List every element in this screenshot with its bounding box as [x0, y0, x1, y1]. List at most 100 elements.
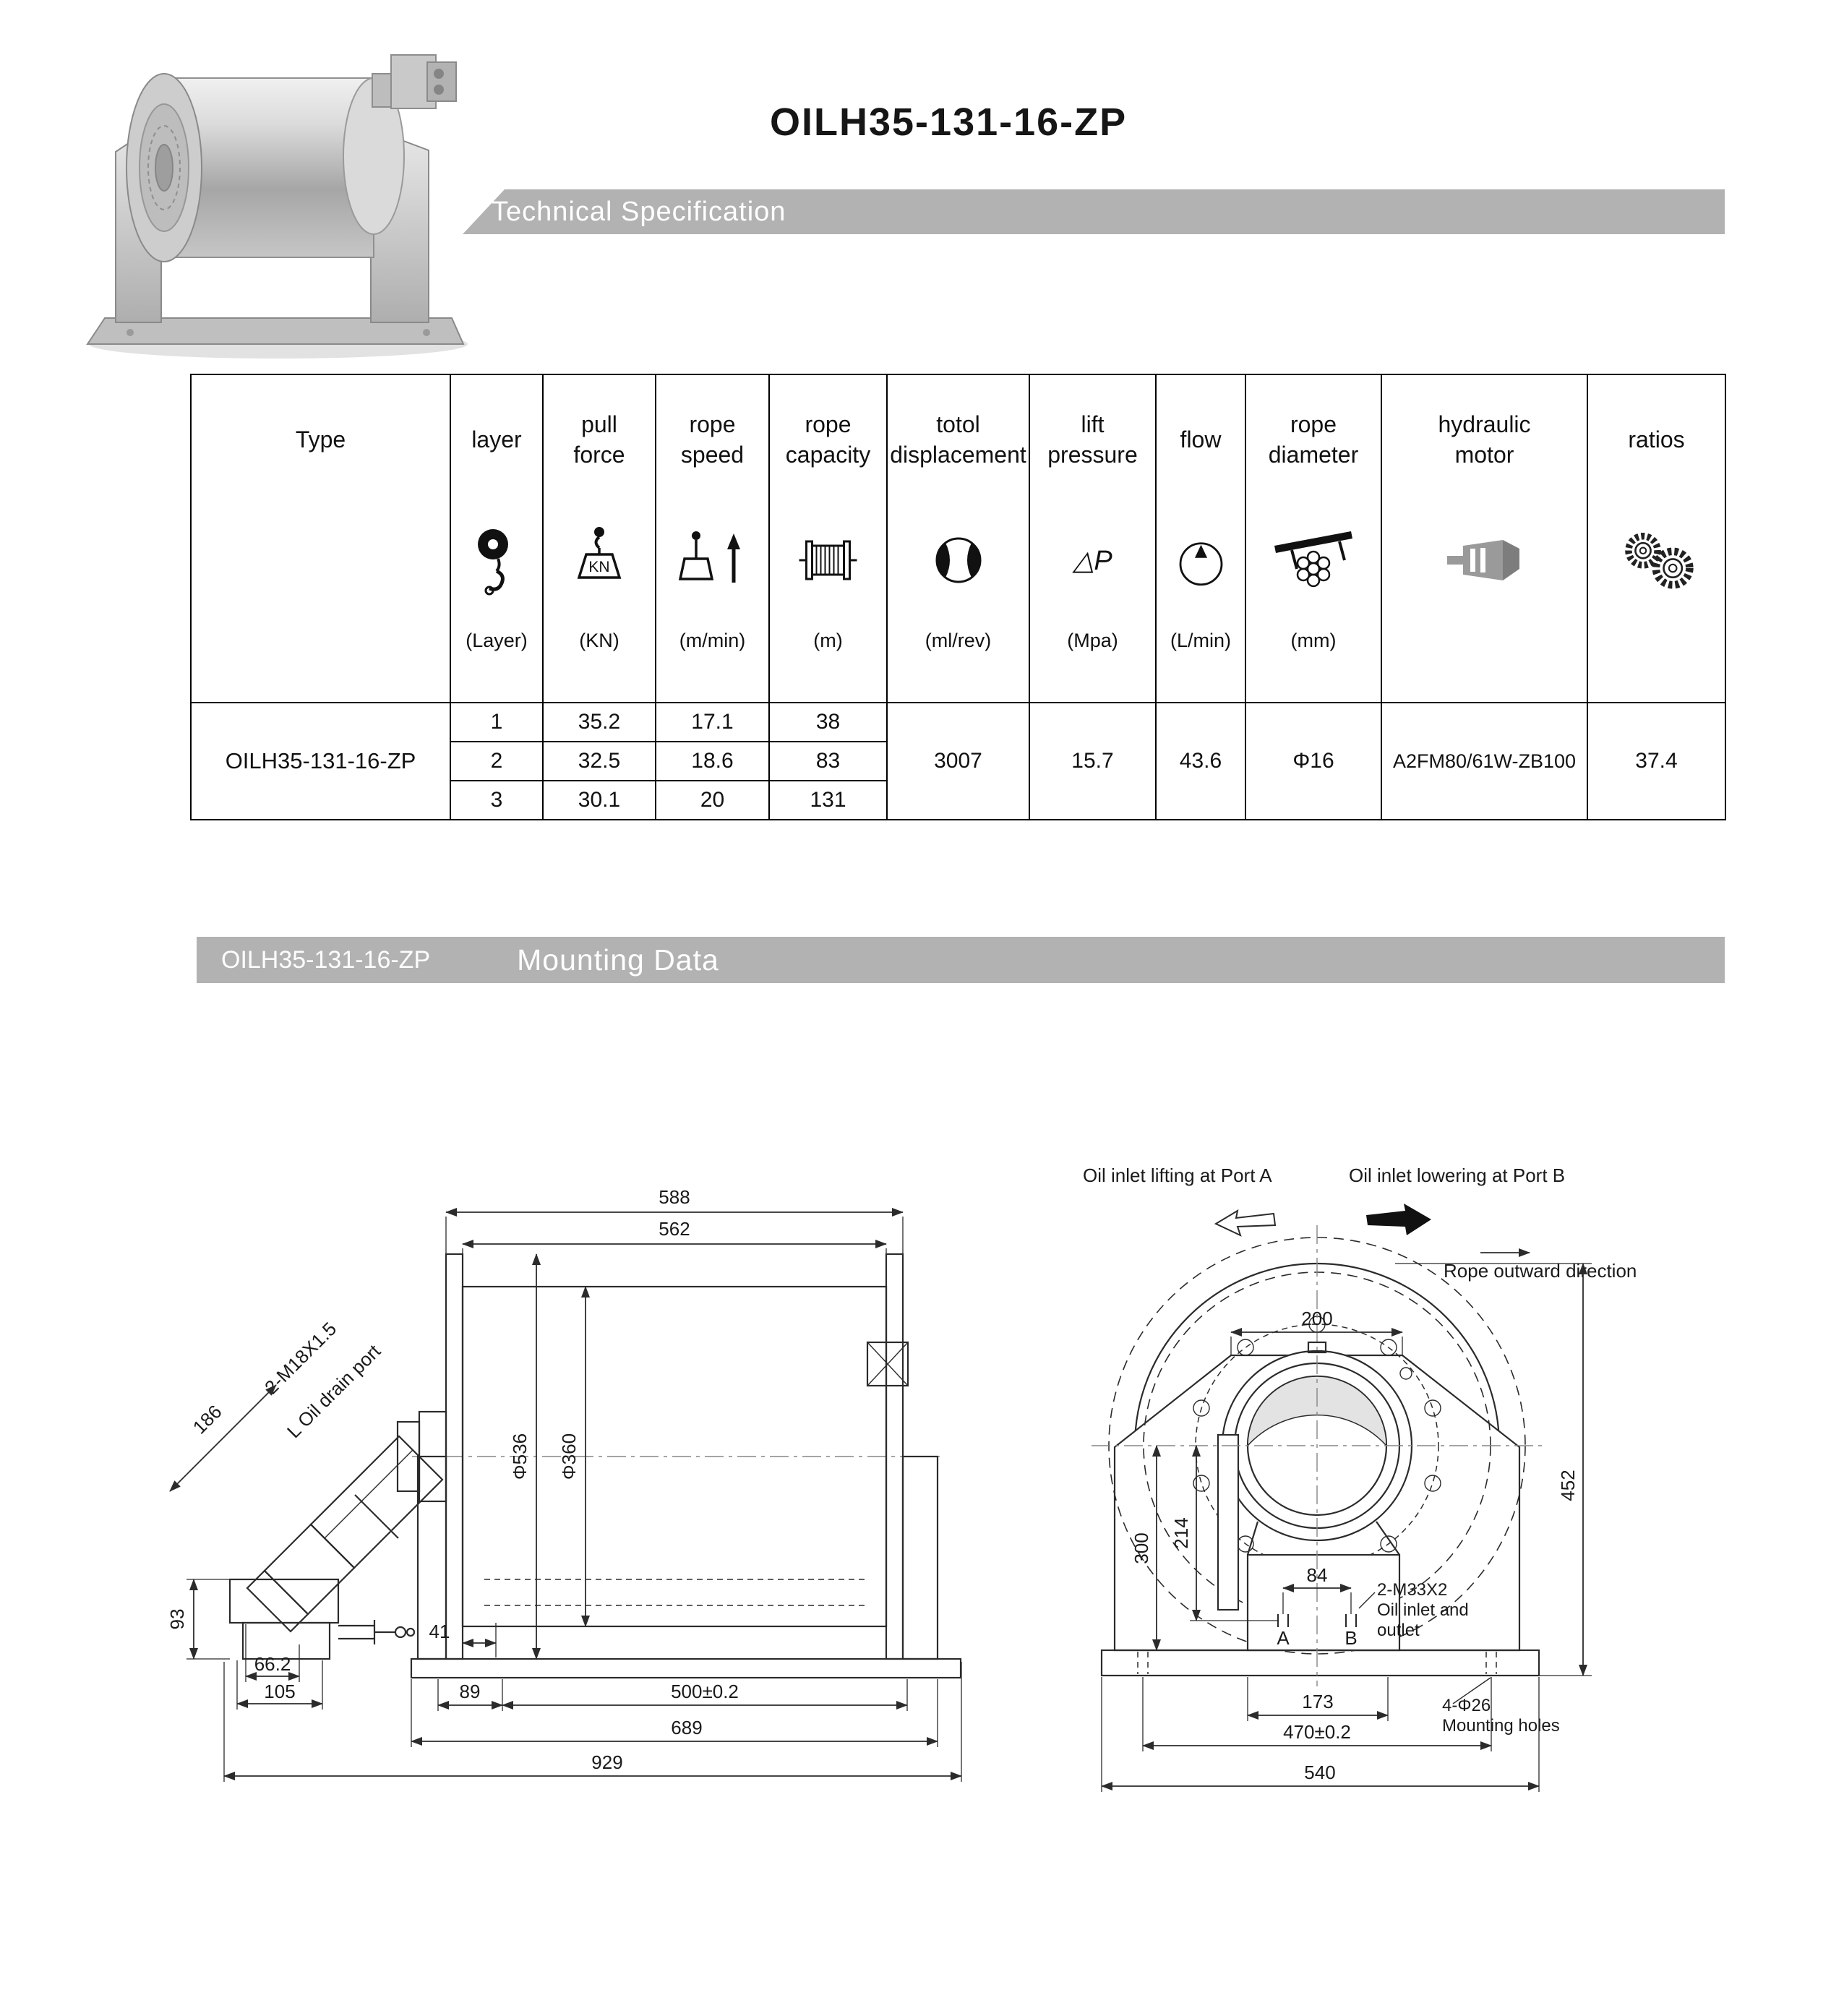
winch-product-photo — [86, 54, 468, 359]
rope-speed-icon — [678, 531, 740, 583]
rope-speed-header-label: rope speed — [680, 411, 745, 468]
pump-displacement-icon — [935, 537, 981, 583]
layer-hook-icon — [478, 528, 508, 595]
rope-speed-3-cell: 20 — [655, 780, 770, 820]
displacement-header-label: totol displacement — [890, 411, 1026, 468]
col-pressure-header: lift pressure △P (Mpa) — [1029, 374, 1157, 703]
col-displacement-header: totol displacement (ml/rev) — [886, 374, 1030, 703]
type-value-cell: OILH35-131-16-ZP — [190, 702, 451, 820]
dim-200: 200 — [1301, 1308, 1332, 1329]
dim-588: 588 — [659, 1186, 690, 1208]
pressure-unit: (Mpa) — [1067, 630, 1118, 651]
motor-cell: A2FM80/61W-ZB100 — [1381, 702, 1588, 820]
rope-capacity-unit: (m) — [813, 630, 843, 651]
hydraulic-motor-icon — [1446, 540, 1519, 580]
dim-470: 470±0.2 — [1283, 1721, 1351, 1743]
mounting-banner-label: Mounting Data — [517, 943, 719, 977]
col-diameter-header: rope diameter — [1245, 374, 1382, 703]
flow-gauge-icon — [1179, 541, 1222, 586]
displacement-cell: 3007 — [886, 702, 1030, 820]
dim-452: 452 — [1557, 1470, 1579, 1501]
rope-speed-2-cell: 18.6 — [655, 741, 770, 781]
mounting-banner-model: OILH35-131-16-ZP — [221, 945, 431, 974]
front-view-drawing: Oil inlet lifting at Port A Oil inlet lo… — [1083, 1164, 1637, 1792]
flow-unit: (L/min) — [1170, 630, 1231, 651]
pull-force-unit: (KN) — [579, 630, 619, 651]
layer-1-cell: 1 — [450, 702, 544, 742]
pull-force-1-cell: 35.2 — [542, 702, 656, 742]
rope-speed-1-cell: 17.1 — [655, 702, 770, 742]
dim-186: 186 — [189, 1401, 226, 1438]
rope-speed-unit: (m/min) — [679, 630, 746, 651]
side-view-drawing: 588 562 Φ536 Φ360 2-M18X1.5 L Oil drain … — [166, 1186, 962, 1782]
table-row: 2 32.5 18.6 83 — [191, 741, 1725, 781]
inlet-thread-label: 2-M33X2 — [1377, 1580, 1447, 1600]
ratios-header-label: ratios — [1628, 426, 1685, 453]
dim-93: 93 — [166, 1609, 188, 1630]
dim-929: 929 — [591, 1751, 622, 1773]
col-motor-header: hydraulic motor — [1381, 374, 1588, 703]
pull-force-3-cell: 30.1 — [542, 780, 656, 820]
spec-table-wrap: Type layer (Layer) — [190, 374, 1726, 820]
caliper-rope-icon — [1274, 531, 1352, 588]
type-header-label: Type — [295, 426, 346, 453]
inlet-label-line2: outlet — [1377, 1621, 1420, 1640]
layer-unit: (Layer) — [466, 630, 528, 651]
layer-header-label: layer — [471, 426, 522, 453]
port-a-letter: A — [1277, 1627, 1290, 1649]
pull-force-2-cell: 32.5 — [542, 741, 656, 781]
rope-capacity-3-cell: 131 — [768, 780, 888, 820]
mounting-holes-label2: Mounting holes — [1442, 1716, 1560, 1736]
pull-force-header-label: pull force — [573, 411, 625, 468]
dim-phi360: Φ360 — [558, 1433, 580, 1480]
port-b-annotation: Oil inlet lowering at Port B — [1349, 1164, 1565, 1186]
col-layer-header: layer (Layer) — [450, 374, 544, 703]
dim-500: 500±0.2 — [671, 1681, 739, 1702]
port-a-direction-arrow — [1214, 1209, 1277, 1237]
spec-table: Type layer (Layer) — [190, 374, 1726, 820]
col-type-header: Type — [190, 374, 451, 703]
rope-spool-icon — [799, 540, 857, 580]
layer-2-cell: 2 — [450, 741, 544, 781]
technical-specification-banner-text: Technical Specification — [492, 196, 786, 227]
port-b-letter: B — [1345, 1627, 1357, 1649]
pressure-header-label: lift pressure — [1047, 411, 1138, 468]
table-row: OILH35-131-16-ZP 1 35.2 17.1 38 3007 15.… — [190, 702, 1726, 820]
rope-capacity-header-label: rope capacity — [785, 411, 871, 468]
col-rope-capacity-header: rope capacity — [768, 374, 888, 703]
delta-p-icon: △P — [1073, 545, 1112, 576]
col-ratios-header: ratios — [1587, 374, 1726, 703]
dim-41: 41 — [429, 1621, 450, 1642]
rope-capacity-1-cell: 38 — [768, 702, 888, 742]
technical-specification-banner: Technical Specification — [463, 189, 1725, 234]
dim-66-2: 66.2 — [254, 1653, 291, 1675]
pressure-cell: 15.7 — [1029, 702, 1157, 820]
diameter-unit: (mm) — [1290, 630, 1337, 651]
layer-3-cell: 3 — [450, 780, 544, 820]
port-b-direction-arrow — [1366, 1204, 1431, 1235]
table-row: 3 30.1 20 131 — [191, 780, 1725, 820]
col-pull-force-header: pull force KN (KN) — [542, 374, 656, 703]
dim-84: 84 — [1307, 1564, 1328, 1586]
pull-force-weight-icon: KN — [577, 527, 622, 579]
dim-540: 540 — [1304, 1762, 1335, 1783]
kn-label: KN — [588, 559, 609, 575]
displacement-unit: (ml/rev) — [925, 630, 992, 651]
dim-214: 214 — [1170, 1517, 1192, 1548]
dim-300: 300 — [1131, 1532, 1152, 1564]
motor-header-label: hydraulic motor — [1438, 411, 1531, 468]
dim-562: 562 — [659, 1218, 690, 1240]
page-title: OILH35-131-16-ZP — [770, 100, 1128, 144]
inlet-label-line1: Oil inlet and — [1377, 1600, 1469, 1620]
flow-header-label: flow — [1180, 426, 1222, 453]
col-rope-speed-header: rope speed (m/min) — [655, 374, 770, 703]
dim-689: 689 — [671, 1717, 702, 1738]
rope-capacity-2-cell: 83 — [768, 741, 888, 781]
gears-icon — [1624, 532, 1694, 589]
dim-89: 89 — [460, 1681, 481, 1702]
port-a-annotation: Oil inlet lifting at Port A — [1083, 1164, 1272, 1186]
col-flow-header: flow (L/min) — [1155, 374, 1246, 703]
ratios-cell: 37.4 — [1587, 702, 1726, 820]
diameter-header-label: rope diameter — [1268, 411, 1359, 468]
